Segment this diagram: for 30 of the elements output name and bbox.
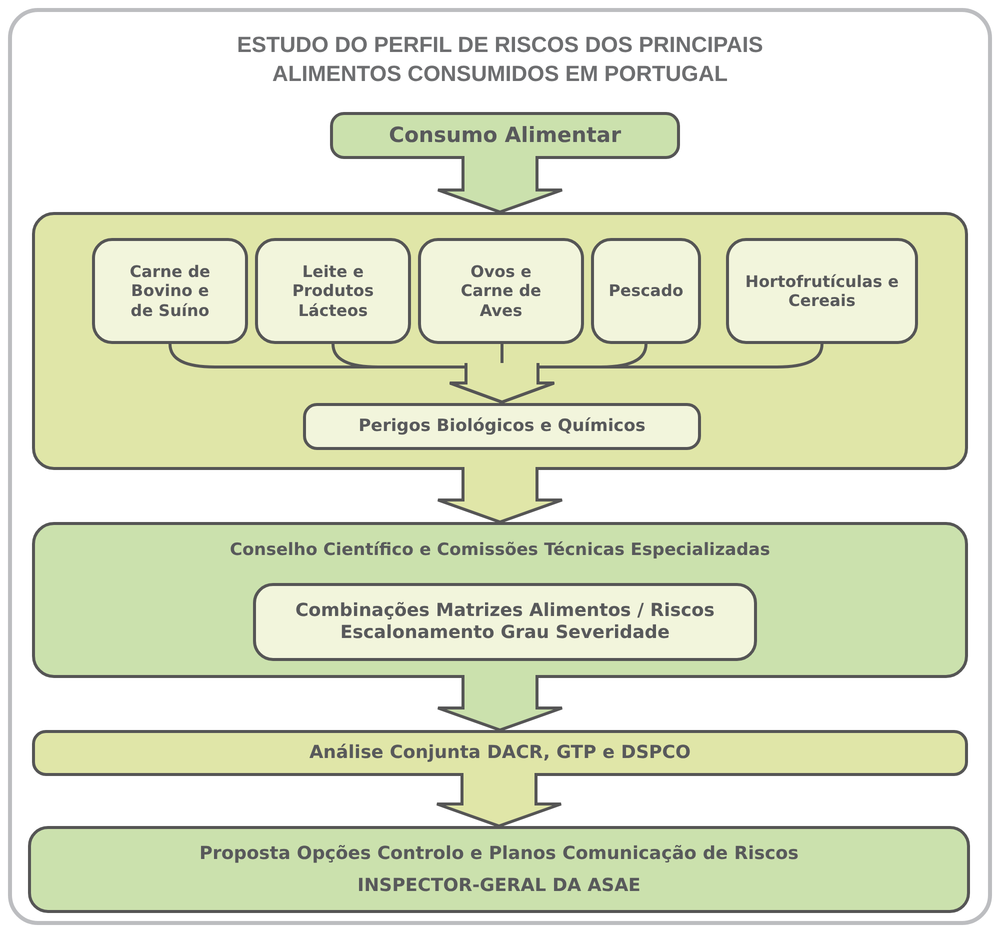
- box-label: Ovos e Carne de Aves: [460, 262, 542, 320]
- category-box: [591, 238, 701, 344]
- process-box: [28, 826, 970, 913]
- start-box: [330, 112, 680, 159]
- process-box: [253, 583, 757, 661]
- hazard-box: [303, 403, 701, 450]
- box-label: Hortofrutículas e Cereais: [744, 272, 900, 310]
- block-arrow: [436, 674, 564, 732]
- box-label: Leite e Produtos Lácteos: [291, 262, 375, 320]
- box-label: Proposta Opções Controlo e Planos Comunicação de Riscos: [199, 842, 799, 864]
- category-box: [726, 238, 918, 344]
- box-label: Consumo Alimentar: [388, 122, 622, 148]
- box-label: Conselho Científico e Comissões Técnicas Especializadas: [230, 540, 770, 560]
- group-panel: [32, 522, 968, 678]
- box-label: Combinações Matrizes Alimentos / Riscos: [295, 600, 715, 622]
- block-arrow: [436, 772, 562, 828]
- box-label: Análise Conjunta DACR, GTP e DSPCO: [309, 742, 691, 764]
- block-arrow: [436, 154, 564, 214]
- box-label: Pescado: [608, 281, 684, 301]
- category-box: [255, 238, 411, 344]
- group-panel: [32, 212, 968, 470]
- box-label: Perigos Biológicos e Químicos: [358, 416, 646, 437]
- box-label: INSPECTOR-GERAL DA ASAE: [357, 874, 641, 896]
- diagram-title: ESTUDO DO PERFIL DE RISCOS DOS PRINCIPAIS ALIMENTOS CONSUMIDOS EM PORTUGAL: [236, 31, 764, 88]
- block-arrow: [436, 466, 564, 524]
- box-label: Carne de Bovino e de Suíno: [128, 262, 212, 320]
- process-box: [32, 730, 968, 776]
- category-box: [92, 238, 248, 344]
- category-box: [418, 238, 584, 344]
- box-label: Escalonamento Grau Severidade: [340, 622, 670, 644]
